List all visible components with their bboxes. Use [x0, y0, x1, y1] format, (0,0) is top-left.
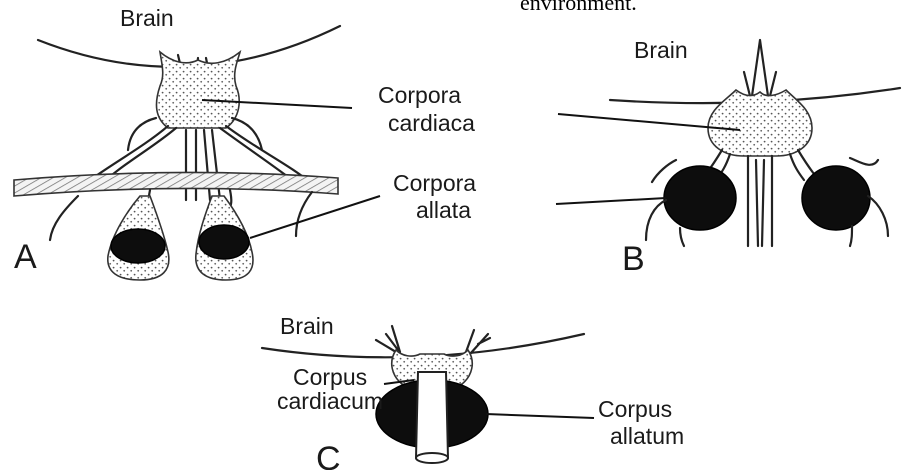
panel-c: Brain C Corpus cardiacum Corpus allatum — [262, 313, 684, 470]
panel-a: Brain A — [14, 5, 380, 280]
corpora-cardiaca-label-line1: Corpora — [378, 82, 461, 108]
panel-c-cardiacum-label-line1: Corpus — [293, 364, 367, 390]
panel-a-corpora-allata-left-dark — [111, 229, 165, 263]
panel-b: Brain B — [556, 37, 900, 278]
panel-b-corpus-allatum-right — [802, 166, 870, 230]
corpora-allata-label-line2: allata — [416, 197, 471, 223]
panel-b-allata-pointer — [556, 198, 666, 204]
panel-c-allatum-label-line2: allatum — [610, 423, 684, 449]
panel-c-letter: C — [316, 440, 341, 470]
panel-b-corpora-cardiaca — [708, 90, 812, 156]
panel-a-corpora-allata-right-dark — [199, 225, 249, 259]
panel-c-allatum-label-line1: Corpus — [598, 396, 672, 422]
corpora-allata-label-line1: Corpora — [393, 170, 476, 196]
panel-b-corpus-allatum-left — [664, 166, 736, 230]
panel-a-brain-label: Brain — [120, 5, 174, 31]
corpora-cardiaca-label-line2: cardiaca — [388, 110, 475, 136]
panel-c-brain-label: Brain — [280, 313, 334, 339]
panel-a-corpora-cardiaca — [156, 52, 240, 128]
top-cutoff-text: environment. — [520, 0, 637, 15]
panel-a-trachea — [14, 172, 338, 196]
panel-c-allatum-pointer — [486, 414, 594, 418]
panel-b-letter: B — [622, 240, 645, 278]
panel-c-cardiacum-label-line2: cardiacum — [277, 388, 383, 414]
panel-a-letter: A — [14, 238, 37, 276]
panel-b-brain-label: Brain — [634, 37, 688, 63]
panel-a-brain-outline — [38, 26, 340, 67]
panel-a-allata-pointer — [250, 196, 380, 238]
panel-c-aorta — [416, 372, 448, 462]
